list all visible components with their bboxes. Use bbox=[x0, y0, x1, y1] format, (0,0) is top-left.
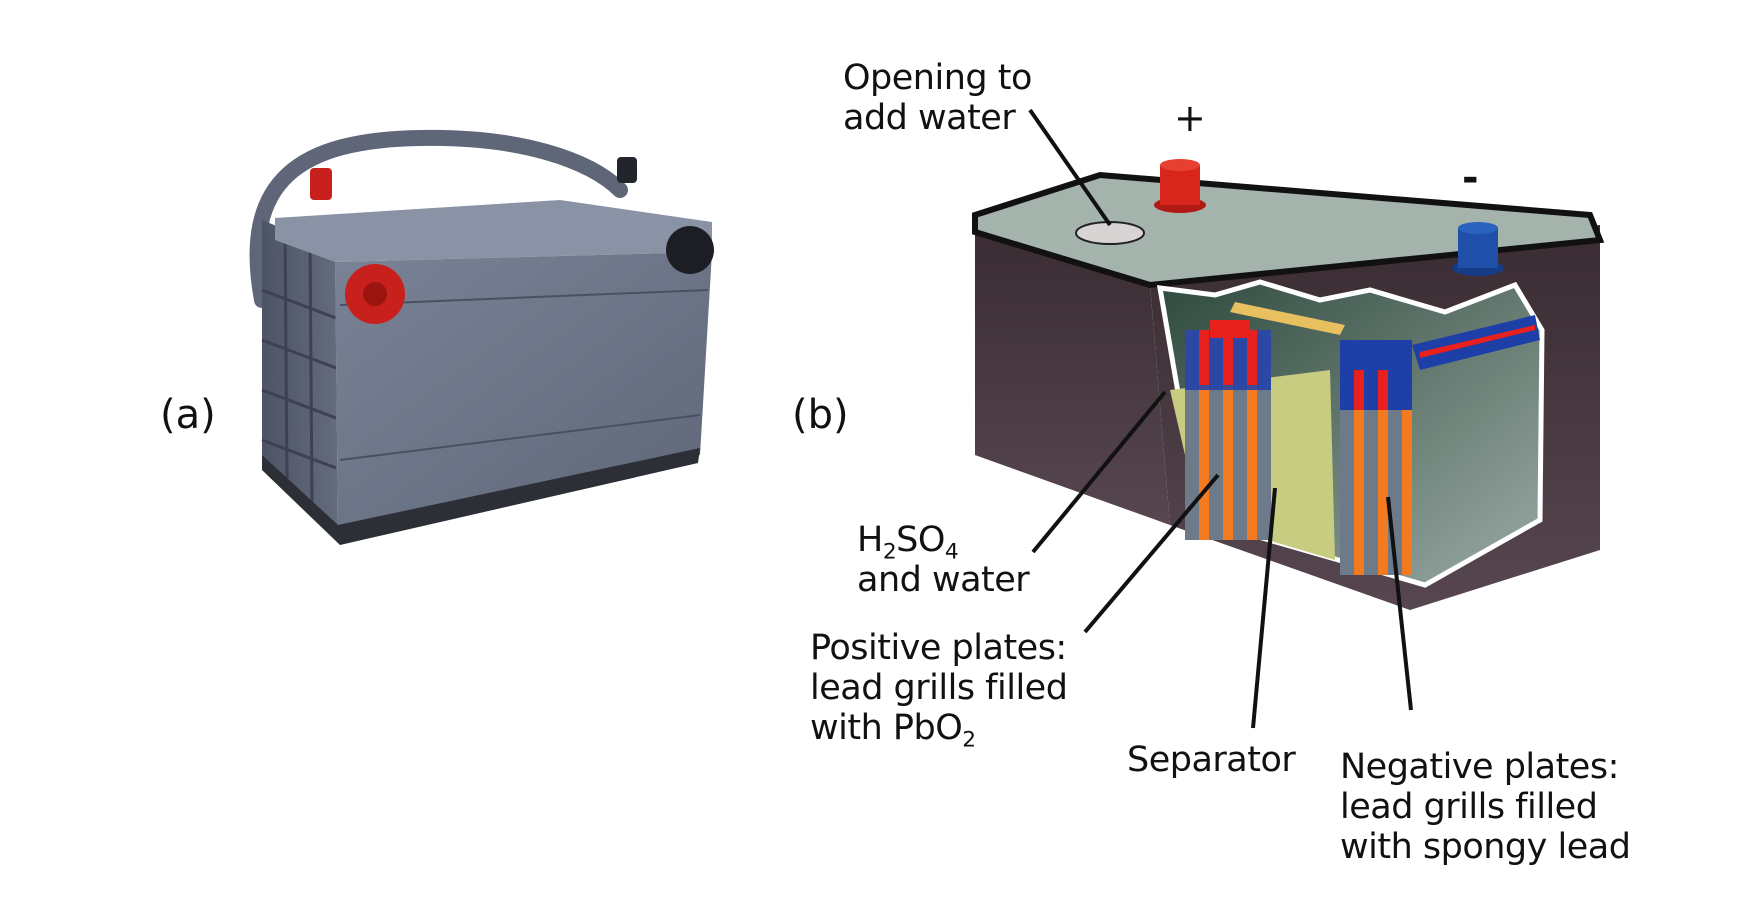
formula-h2so4: H2SO4 bbox=[857, 520, 1029, 563]
leader-separator bbox=[1251, 487, 1277, 729]
label-line: Opening to bbox=[843, 58, 1032, 98]
photo-negative-post bbox=[617, 157, 637, 183]
formula-sub-2: 2 bbox=[882, 539, 897, 565]
formula-sub-4: 4 bbox=[944, 539, 959, 565]
label-line: add water bbox=[843, 98, 1016, 138]
positive-plate-stack bbox=[1185, 320, 1271, 540]
panel-label-a: (a) bbox=[160, 392, 216, 438]
negative-plate-stack bbox=[1340, 315, 1540, 575]
formula-sub-2: 2 bbox=[962, 727, 976, 753]
side-ribs bbox=[261, 229, 337, 506]
negative-terminal bbox=[1452, 222, 1504, 276]
label-line: with PbO2 bbox=[810, 708, 1067, 751]
cutaway-battery bbox=[972, 159, 1605, 610]
positive-terminal bbox=[1154, 159, 1206, 213]
formula-so: SO bbox=[896, 520, 945, 560]
water-fill-opening bbox=[1075, 221, 1145, 245]
leader-opening bbox=[1028, 108, 1112, 227]
leader-electrolyte bbox=[1031, 390, 1167, 554]
photo-battery bbox=[249, 129, 714, 545]
terminal-center bbox=[363, 282, 387, 306]
label-line: lead grills filled bbox=[1340, 787, 1598, 827]
photo-negative-side-terminal bbox=[666, 226, 714, 274]
leader-lines bbox=[1028, 108, 1413, 729]
label-opening-to-add-water: Opening to add water bbox=[843, 58, 1032, 138]
battery-handle bbox=[249, 129, 628, 308]
battery-side-panel bbox=[262, 220, 338, 530]
cell-connector-bar bbox=[1230, 302, 1345, 335]
battery-lid bbox=[275, 200, 712, 262]
photo-positive-post bbox=[310, 168, 332, 200]
label-negative-plates: Negative plates: lead grills filled with… bbox=[1340, 747, 1631, 867]
battery-lid-top bbox=[972, 171, 1605, 289]
leader-negative-plates bbox=[1386, 496, 1413, 711]
label-line: lead grills filled bbox=[810, 668, 1068, 708]
label-line: and water bbox=[857, 560, 1030, 600]
negative-sign: - bbox=[1462, 155, 1479, 201]
positive-sign: + bbox=[1174, 96, 1206, 140]
label-text: with PbO bbox=[810, 708, 963, 748]
label-line: Negative plates: bbox=[1340, 747, 1619, 787]
formula-h: H bbox=[857, 520, 883, 560]
leader-positive-plates bbox=[1083, 473, 1220, 634]
label-line: with spongy lead bbox=[1340, 827, 1631, 867]
label-positive-plates: Positive plates: lead grills filled with… bbox=[810, 628, 1068, 751]
battery-case-left bbox=[975, 228, 1170, 525]
label-separator: Separator bbox=[1127, 740, 1296, 780]
label-electrolyte: H2SO4 and water bbox=[857, 520, 1030, 600]
panel-label-b: (b) bbox=[792, 392, 849, 438]
battery-front-face bbox=[335, 252, 712, 530]
label-line: Positive plates: bbox=[810, 628, 1067, 668]
battery-base bbox=[262, 448, 700, 545]
